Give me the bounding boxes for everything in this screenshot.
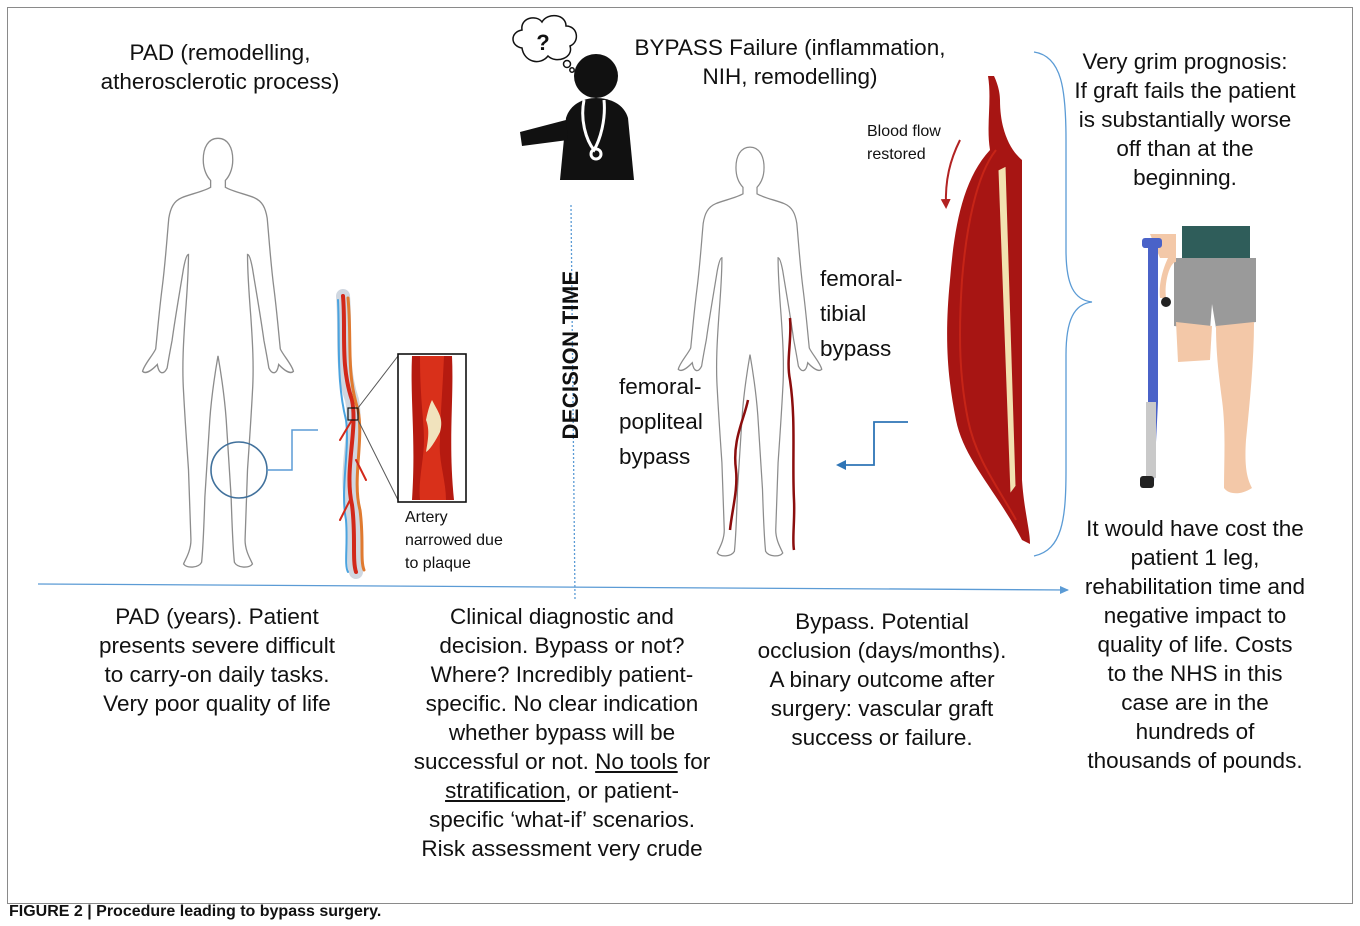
pad-years-line: PAD (years). Patient [62, 602, 372, 631]
femoral-tibial-vein [789, 318, 795, 550]
clinical-line: whether bypass will be [392, 718, 732, 747]
cost-line: case are in the [1068, 688, 1322, 717]
pad-title-line: atherosclerotic process) [70, 67, 370, 96]
cost-line: negative impact to [1068, 601, 1322, 630]
artery-label: Artery narrowed due to plaque [405, 506, 503, 575]
amputee-icon [1150, 226, 1256, 493]
blood-flow-line: restored [867, 143, 941, 166]
artery-line: to plaque [405, 552, 503, 575]
bypass-failure-title-line: NIH, remodelling) [610, 62, 970, 91]
human-outline-icon [143, 138, 294, 567]
bypass-failure-title: BYPASS Failure (inflammation, NIH, remod… [610, 33, 970, 91]
graft-arrow [838, 422, 908, 465]
artery-line: Artery [405, 506, 503, 529]
femoral-popliteal-label: femoral- popliteal bypass [619, 369, 703, 474]
cost-line: quality of life. Costs [1068, 630, 1322, 659]
prognosis-line: If graft fails the patient [1060, 76, 1310, 105]
decision-time-label: DECISION TIME [558, 271, 584, 440]
cost-line: It would have cost the [1068, 514, 1322, 543]
clinical-line: Clinical diagnostic and [392, 602, 732, 631]
clinical-line: Risk assessment very crude [392, 834, 732, 863]
figure-caption: FIGURE 2 | Procedure leading to bypass s… [9, 903, 381, 921]
bypass-graft-icon [947, 76, 1030, 544]
clinical-line: successful or not. No tools for [392, 747, 732, 776]
prognosis-line: Very grim prognosis: [1060, 47, 1310, 76]
femoral-popliteal-line: bypass [619, 439, 703, 474]
pad-title-line: PAD (remodelling, [70, 38, 370, 67]
femoral-tibial-line: bypass [820, 331, 903, 366]
bypass-outcome-text: Bypass. Potential occlusion (days/months… [740, 607, 1024, 752]
plaque-zoom [398, 354, 466, 502]
clinical-line: stratification, or patient- [392, 776, 732, 805]
cost-line: hundreds of [1068, 717, 1322, 746]
timeline-arrow [38, 584, 1068, 590]
cost-line: thousands of pounds. [1068, 746, 1322, 775]
blood-flow-label: Blood flow restored [867, 120, 941, 166]
clinical-text: Clinical diagnostic and decision. Bypass… [392, 602, 732, 863]
stratification-text: stratification [445, 778, 565, 803]
femoral-tibial-line: femoral- [820, 261, 903, 296]
bypass-outcome-line: A binary outcome after [740, 665, 1024, 694]
bypass-outcome-line: success or failure. [740, 723, 1024, 752]
prognosis-line: beginning. [1060, 163, 1310, 192]
cost-text: It would have cost the patient 1 leg, re… [1068, 514, 1322, 775]
no-tools-text: No tools [595, 749, 678, 774]
leg-artery-icon [338, 296, 366, 572]
bypass-failure-title-line: BYPASS Failure (inflammation, [610, 33, 970, 62]
clinical-fragment: for [678, 749, 711, 774]
femoral-tibial-label: femoral- tibial bypass [820, 261, 903, 366]
thought-question-mark: ? [528, 28, 558, 57]
clinical-fragment: , or patient- [565, 778, 679, 803]
crutch-icon [1140, 238, 1162, 488]
bypass-outcome-line: Bypass. Potential [740, 607, 1024, 636]
bypass-outcome-line: occlusion (days/months). [740, 636, 1024, 665]
pad-years-line: presents severe difficult [62, 631, 372, 660]
pad-years-text: PAD (years). Patient presents severe dif… [62, 602, 372, 718]
femoral-tibial-line: tibial [820, 296, 903, 331]
clinical-line: decision. Bypass or not? [392, 631, 732, 660]
pad-title: PAD (remodelling, atherosclerotic proces… [70, 38, 370, 96]
prognosis-text: Very grim prognosis: If graft fails the … [1060, 47, 1310, 192]
clinical-fragment: successful or not. [414, 749, 595, 774]
human-outline-icon [678, 147, 822, 556]
artery-line: narrowed due [405, 529, 503, 552]
pad-years-line: Very poor quality of life [62, 689, 372, 718]
knee-connector [267, 430, 318, 470]
pad-years-line: to carry-on daily tasks. [62, 660, 372, 689]
clinical-line: specific. No clear indication [392, 689, 732, 718]
cost-line: rehabilitation time and [1068, 572, 1322, 601]
prognosis-line: is substantially worse [1060, 105, 1310, 134]
cost-line: to the NHS in this [1068, 659, 1322, 688]
blood-flow-line: Blood flow [867, 120, 941, 143]
clinical-line: Where? Incredibly patient- [392, 660, 732, 689]
prognosis-line: off than at the [1060, 134, 1310, 163]
knee-highlight [211, 442, 267, 498]
clinical-line: specific ‘what-if’ scenarios. [392, 805, 732, 834]
bypass-outcome-line: surgery: vascular graft [740, 694, 1024, 723]
blood-flow-arrow [946, 140, 960, 206]
femoral-popliteal-line: femoral- [619, 369, 703, 404]
femoral-popliteal-line: popliteal [619, 404, 703, 439]
cost-line: patient 1 leg, [1068, 543, 1322, 572]
